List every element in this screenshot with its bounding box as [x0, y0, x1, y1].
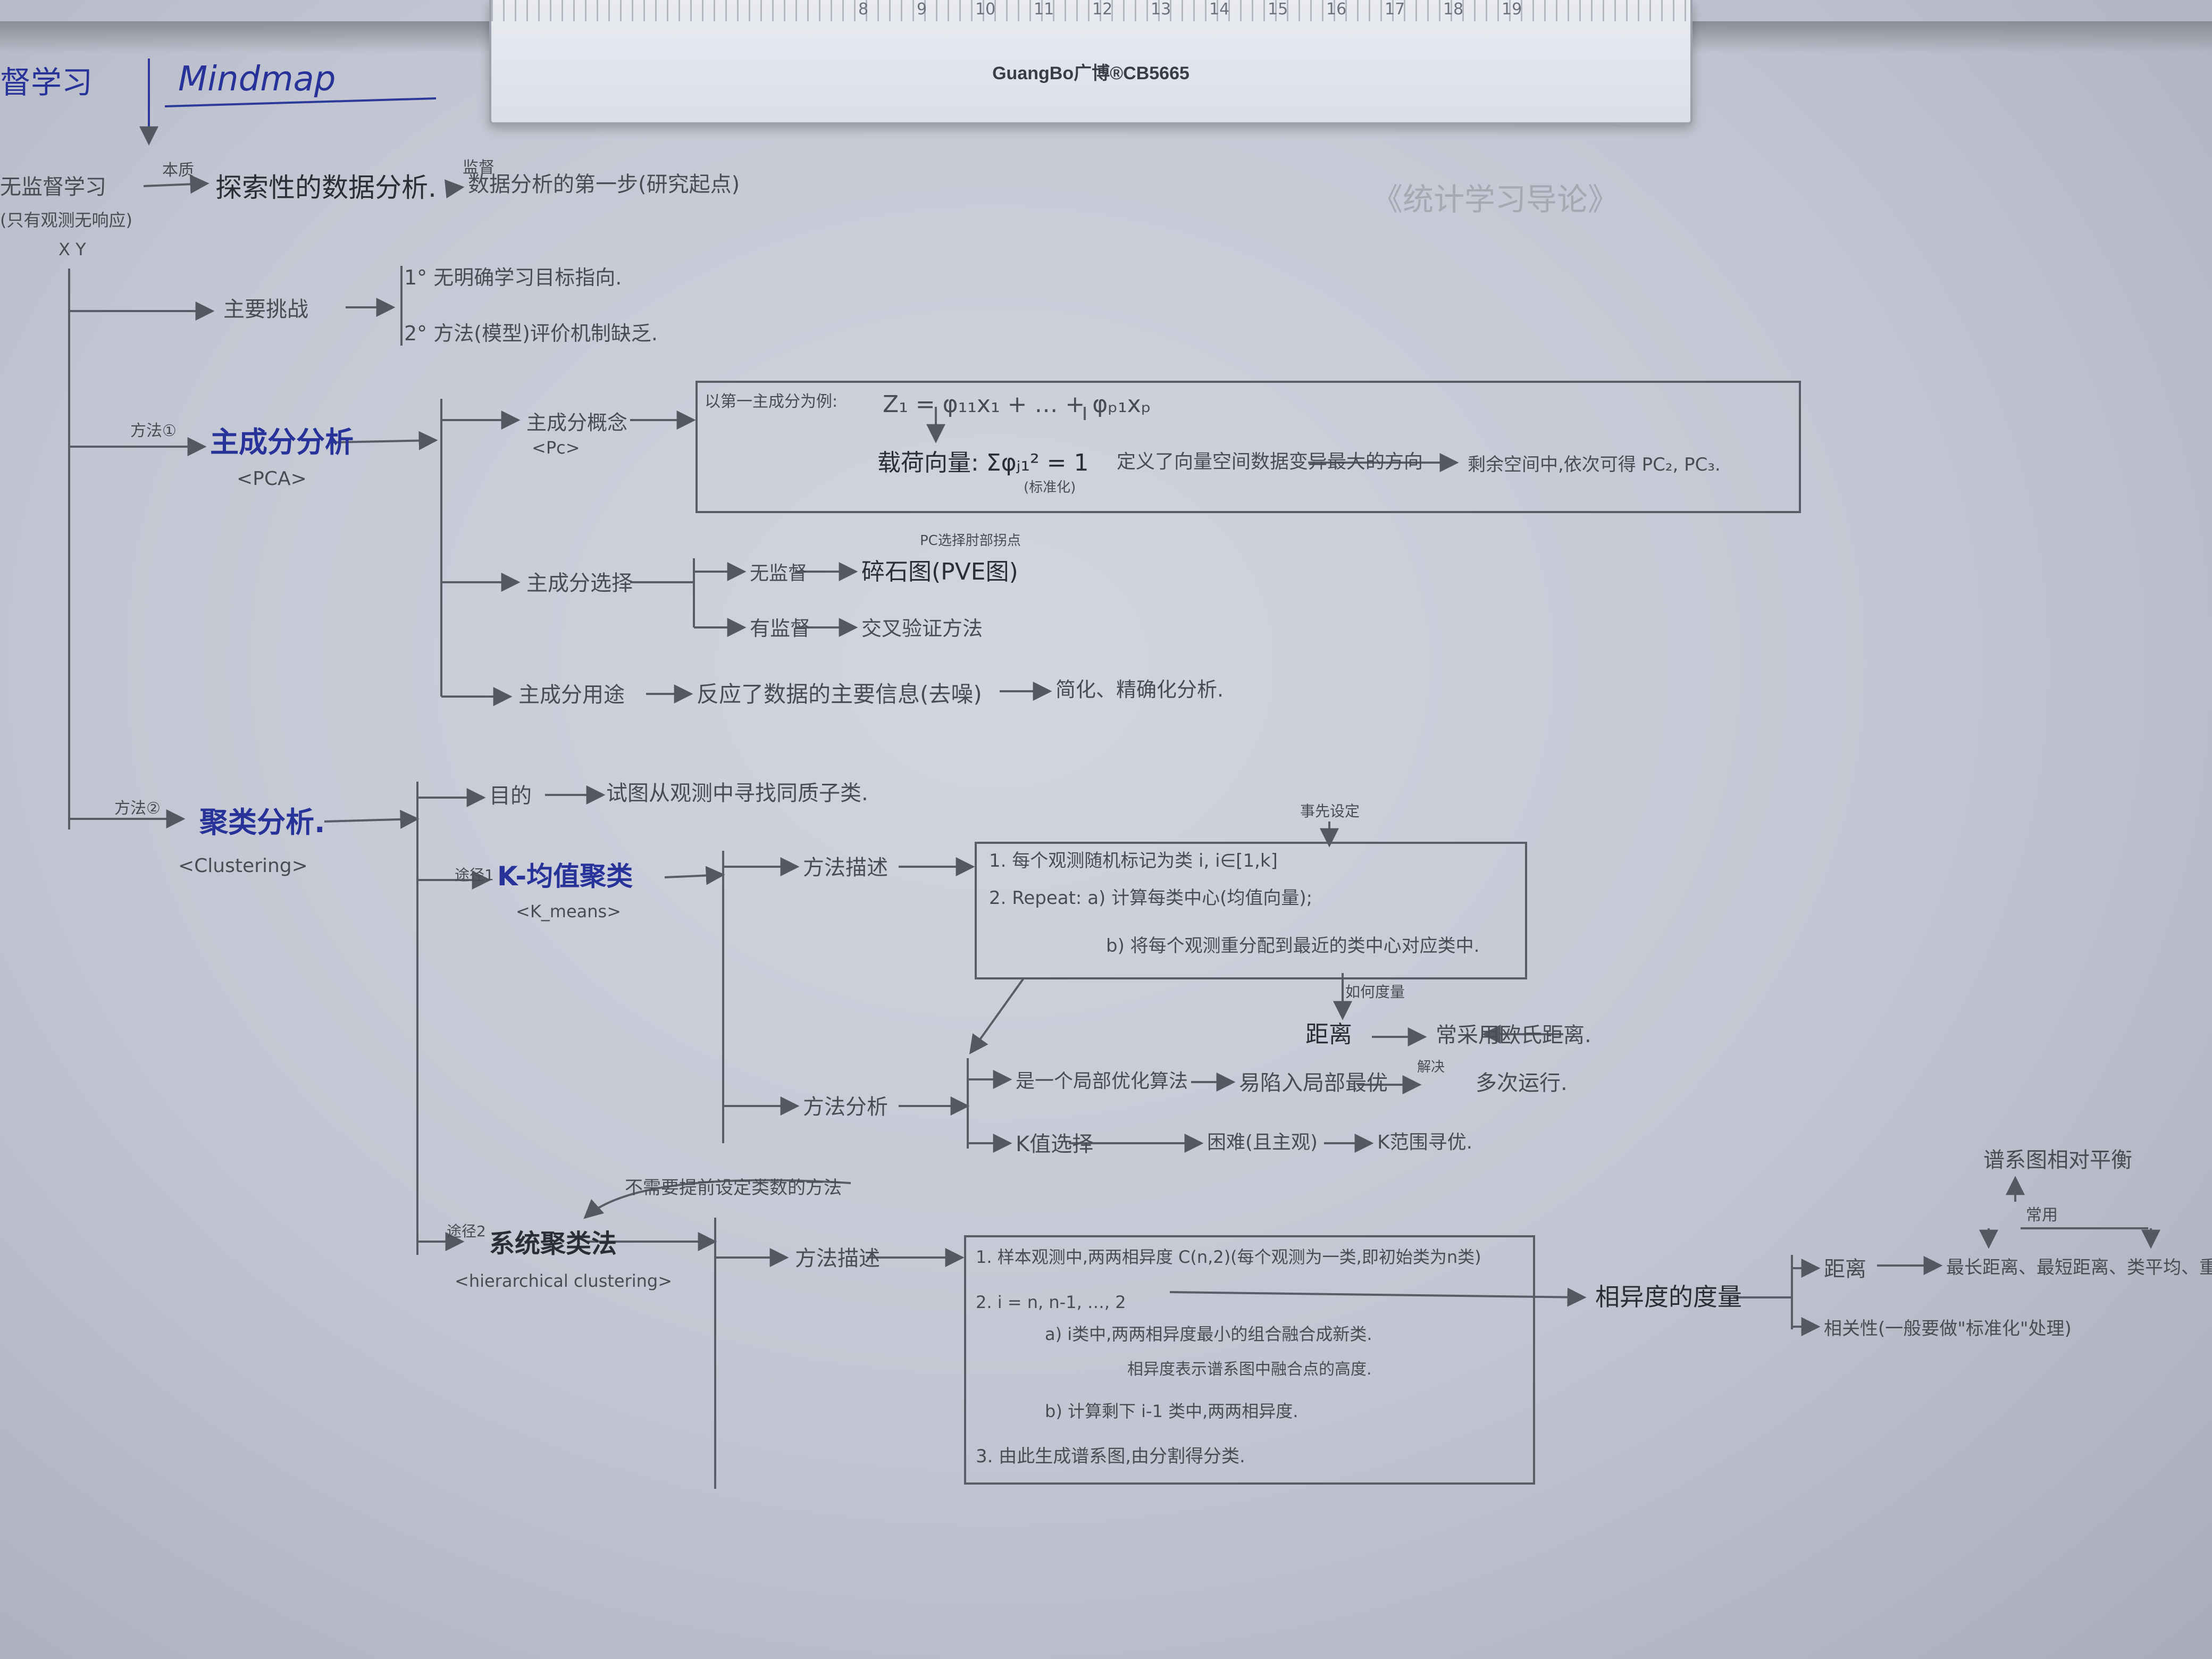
ruler-number: 13: [1151, 0, 1171, 19]
hc-step-1: 1. 样本观测中,两两相异度 C(n,2)(每个观测为一类,即初始类为n类): [976, 1247, 1481, 1267]
kmeans-desc-node: 方法描述: [803, 856, 888, 880]
hc-rel: 途径2: [447, 1222, 486, 1240]
hc-note: 不需要提前设定类数的方法: [625, 1177, 842, 1199]
ruler-number: 8: [858, 0, 869, 19]
method-1-label: 方法①: [130, 422, 177, 440]
multi-run-node: 多次运行.: [1476, 1071, 1568, 1095]
pca-abbr: <PCA>: [237, 468, 307, 490]
rel-supervised: 监督: [463, 158, 495, 177]
kmeans-step-2b: b) 将每个观测重分配到最近的类中心对应类中.: [1106, 935, 1479, 957]
distance-node: 距离: [1305, 1021, 1352, 1048]
hc-step-2a-note: 相异度表示谱系图中融合点的高度.: [1127, 1360, 1372, 1379]
pc-use-simplify: 简化、精确化分析.: [1055, 678, 1224, 701]
local-opt-node: 是一个局部优化算法: [1016, 1070, 1188, 1092]
correlation-node: 相关性(一般要做"标准化"处理): [1824, 1318, 2072, 1339]
linkage-types: 最长距离、最短距离、类平均、重: [1946, 1257, 2212, 1278]
ruler-number: 15: [1268, 0, 1288, 19]
kmeans-title: K-均值聚类: [497, 861, 633, 892]
k-difficult-node: 困难(且主观): [1207, 1132, 1318, 1153]
definition-boxes: [696, 381, 1801, 1485]
pc-use-main-info: 反应了数据的主要信息(去噪): [697, 681, 982, 707]
header-right-title: Mindmap: [178, 60, 336, 99]
next-components: 剩余空间中,依次可得 PC₂, PC₃.: [1468, 454, 1721, 475]
first-step-node: 数据分析的第一步(研究起点): [468, 172, 740, 197]
connector-lines: [68, 58, 2160, 1489]
pc-definition-prefix: 以第一主成分为例:: [705, 392, 837, 411]
hc-abbr: <hierarchical clustering>: [455, 1271, 672, 1291]
pca-title: 主成分分析: [210, 425, 354, 459]
scree-note: PC选择肘部拐点: [920, 533, 1021, 549]
cross-validation-node: 交叉验证方法: [861, 617, 983, 640]
max-variance-direction: 定义了向量空间数据变异最大的方向: [1117, 451, 1423, 473]
ruler-number: 18: [1443, 0, 1464, 19]
challenge-1: 1° 无明确学习目标指向.: [404, 266, 622, 289]
dissim-distance-node: 距离: [1824, 1257, 1866, 1281]
ruler-number: 11: [1034, 0, 1054, 19]
kmeans-steps-box: [975, 842, 1527, 979]
ruler-number: 10: [975, 0, 996, 19]
hc-step-3: 3. 由此生成谱系图,由分割得分类.: [976, 1446, 1245, 1467]
hc-step-2b: b) 计算剩下 i-1 类中,两两相异度.: [1045, 1401, 1298, 1421]
hierarchical-steps-box: [964, 1235, 1535, 1485]
kmeans-analysis-node: 方法分析: [803, 1095, 888, 1119]
ruler-number: 14: [1209, 0, 1230, 19]
measure-note: 如何度量: [1345, 983, 1405, 1001]
ruler-number: 17: [1385, 0, 1405, 19]
ruler-number: 19: [1502, 0, 1522, 19]
challenge-node: 主要挑战: [223, 297, 308, 322]
hc-desc-node: 方法描述: [795, 1246, 880, 1271]
pc-formula: Z₁ = φ₁₁x₁ + … + φₚ₁xₚ: [883, 391, 1151, 418]
euclidean-node: 常采用欧氏距离.: [1436, 1023, 1591, 1048]
kmeans-step-2: 2. Repeat: a) 计算每类中心(均值向量);: [989, 887, 1312, 909]
local-trap-node: 易陷入局部最优: [1239, 1071, 1388, 1095]
hc-step-2a: a) i类中,两两相异度最小的组合融合成新类.: [1045, 1324, 1372, 1344]
ruler-ticks: [491, 0, 1690, 21]
fix-note: 解决: [1417, 1059, 1445, 1075]
pc-concept-abbr: <Pc>: [532, 438, 580, 458]
ruler-number: 9: [917, 0, 927, 19]
header-left-title: 督学习: [0, 64, 93, 100]
unsupervised-node: 无监督: [750, 563, 807, 584]
scree-plot-node: 碎石图(PVE图): [861, 558, 1018, 585]
dendrogram-balance: 谱系图相对平衡: [1983, 1148, 2132, 1172]
method-2-label: 方法②: [114, 799, 161, 818]
challenge-2: 2° 方法(模型)评价机制缺乏.: [404, 322, 658, 345]
clustering-title: 聚类分析.: [199, 806, 325, 839]
root-xy: X Y: [58, 239, 86, 259]
goal-node: 目的: [489, 784, 532, 808]
ruler-number: 12: [1092, 0, 1113, 19]
pc-concept-node: 主成分概念: [526, 411, 627, 434]
goal-text: 试图从观测中寻找同质子类.: [606, 781, 868, 806]
root-subtitle: (只有观测无响应): [0, 210, 132, 230]
hc-step-2: 2. i = n, n-1, …, 2: [976, 1292, 1126, 1312]
kmeans-abbr: <K_means>: [516, 901, 621, 921]
ruler-brand: GuangBo广博®CB5665: [992, 63, 1189, 83]
ghost-book-title: 《统计学习导论》: [1372, 181, 1619, 217]
rel-essence: 本质: [162, 161, 194, 180]
pc-use-node: 主成分用途: [518, 683, 625, 707]
eda-node: 探索性的数据分析.: [215, 172, 437, 203]
hc-title: 系统聚类法: [489, 1229, 617, 1259]
ruler: 8 9 10 11 12 13 14 15 16 17 18 19 GuangB…: [489, 0, 1692, 124]
common-note: 常用: [2026, 1206, 2058, 1225]
ruler-numbers: 8 9 10 11 12 13 14 15 16 17 18 19: [491, 0, 1690, 21]
clustering-abbr: <Clustering>: [178, 855, 308, 877]
kmeans-rel: 途径1: [455, 866, 494, 884]
k-range-node: K范围寻优.: [1377, 1132, 1472, 1153]
supervised-node: 有监督: [750, 617, 810, 640]
root-title: 无监督学习: [0, 175, 106, 199]
ruler-number: 16: [1326, 0, 1347, 19]
pc-selection-node: 主成分选择: [526, 571, 633, 596]
k-choice-node: K值选择: [1016, 1132, 1093, 1157]
dissimilarity-node: 相异度的度量: [1595, 1283, 1742, 1311]
preset-note: 事先设定: [1300, 802, 1360, 820]
pca-definition-box: [696, 381, 1801, 513]
loading-vector: 载荷向量: Σφⱼ₁² = 1: [877, 449, 1088, 476]
normalized-note: (标准化): [1024, 480, 1076, 496]
kmeans-step-1: 1. 每个观测随机标记为类 i, i∈[1,k]: [989, 850, 1278, 872]
